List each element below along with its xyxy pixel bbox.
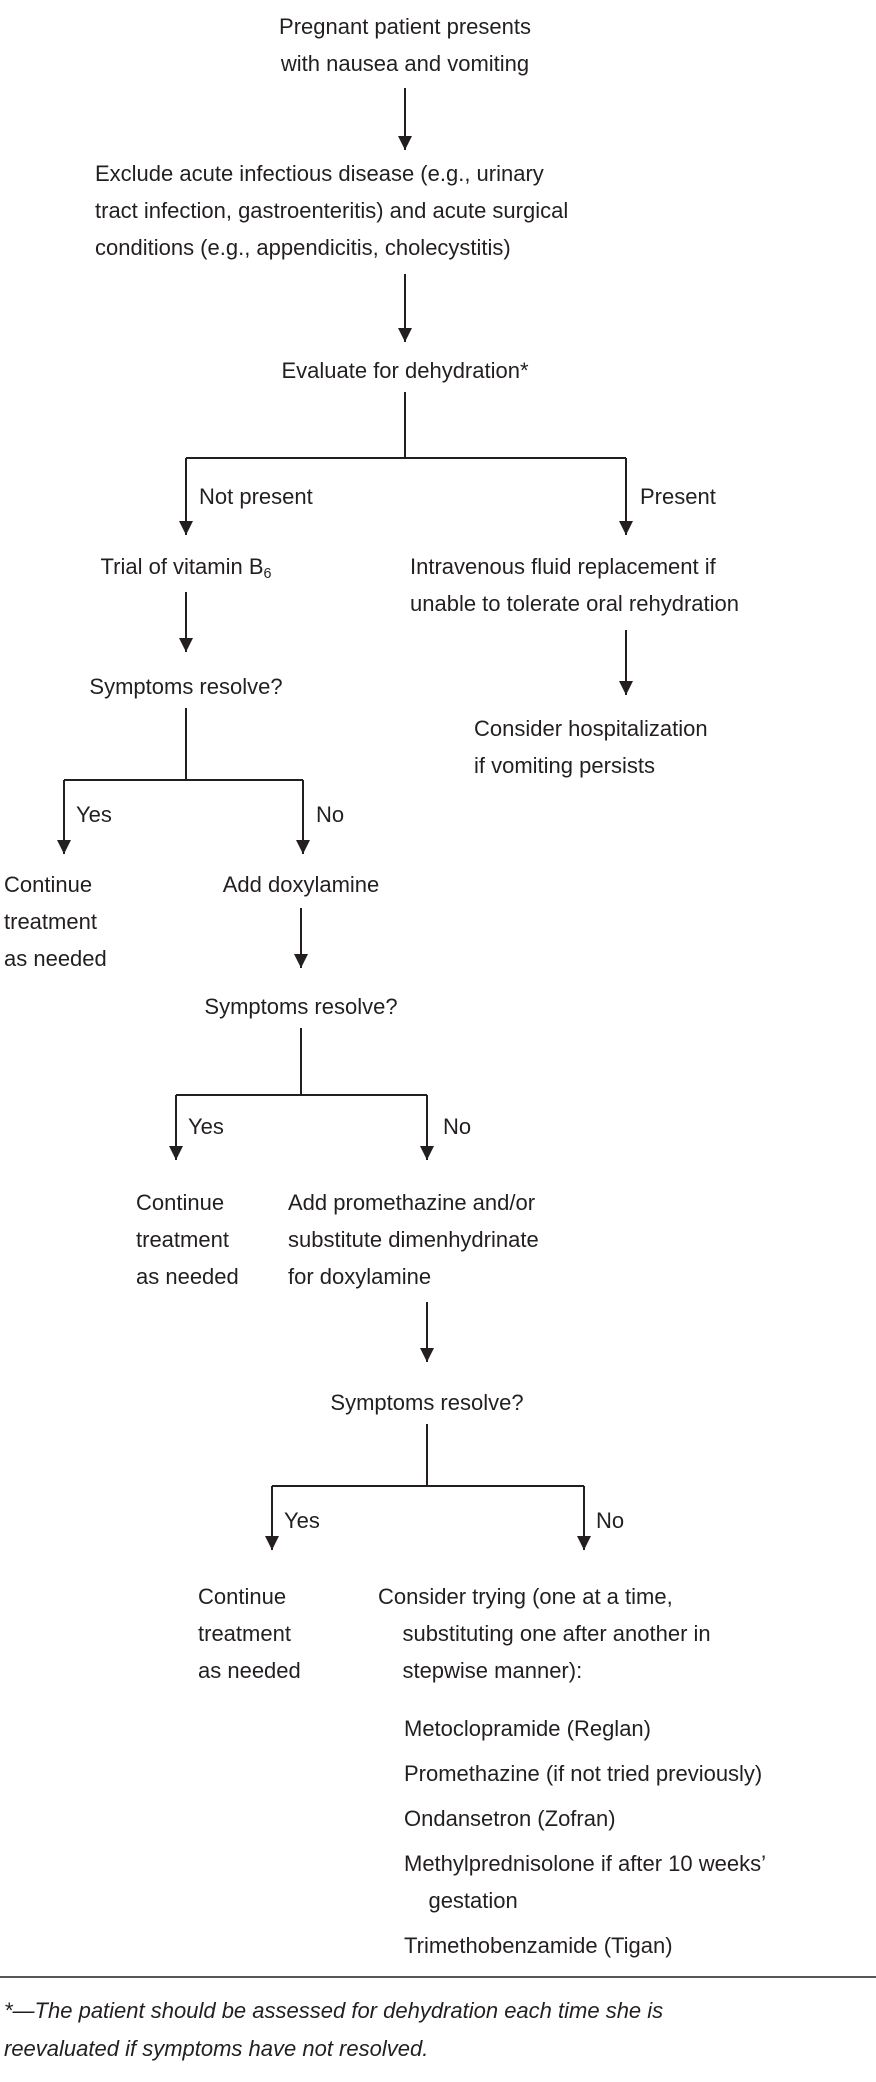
node-iv-fluids: Intravenous fluid replacement if unable … xyxy=(410,554,739,616)
node-continue-treatment-1: Continue treatment as needed xyxy=(4,872,107,971)
node-add-doxylamine: Add doxylamine xyxy=(222,872,380,897)
label-no-2: No xyxy=(443,1114,472,1139)
label-yes-1: Yes xyxy=(76,802,112,827)
node-continue-treatment-3: Continue treatment as needed xyxy=(198,1584,301,1683)
node-continue-treatment-2: Continue treatment as needed xyxy=(136,1190,239,1289)
vitamin-b6-subscript: 6 xyxy=(263,566,272,582)
node-symptoms-resolve-3: Symptoms resolve? xyxy=(330,1390,524,1415)
node-start: Pregnant patient presents with nausea an… xyxy=(279,14,531,76)
node-add-promethazine: Add promethazine and/or substitute dimen… xyxy=(288,1190,539,1289)
option-item-ondansetron: Ondansetron (Zofran) xyxy=(404,1806,616,1831)
footnote: *—The patient should be assessed for deh… xyxy=(4,1998,664,2061)
node-hospitalization: Consider hospitalization if vomiting per… xyxy=(474,716,708,778)
label-yes-2: Yes xyxy=(188,1114,224,1139)
option-item-trimethobenzamide: Trimethobenzamide (Tigan) xyxy=(404,1933,673,1958)
node-symptoms-resolve-1: Symptoms resolve? xyxy=(89,674,283,699)
label-not-present: Not present xyxy=(199,484,313,509)
label-yes-3: Yes xyxy=(284,1508,320,1533)
node-vitamin-b6: Trial of vitamin B6 xyxy=(101,548,272,593)
node-evaluate-dehydration: Evaluate for dehydration* xyxy=(281,358,529,383)
node-symptoms-resolve-2: Symptoms resolve? xyxy=(204,994,398,1019)
node-exclude-conditions: Exclude acute infectious disease (e.g., … xyxy=(95,161,569,260)
vitamin-b6-text: Trial of vitamin B xyxy=(100,554,264,579)
option-item-promethazine: Promethazine (if not tried previously) xyxy=(404,1761,763,1786)
node-consider-trying: Consider trying (one at a time, substitu… xyxy=(378,1584,711,1683)
label-no-1: No xyxy=(316,802,345,827)
label-no-3: No xyxy=(596,1508,625,1533)
option-item-methylprednisolone: Methylprednisolone if after 10 weeks’ ge… xyxy=(404,1851,766,1913)
label-present: Present xyxy=(640,484,716,509)
option-item-metoclopramide: Metoclopramide (Reglan) xyxy=(404,1716,651,1741)
option-list: Metoclopramide (Reglan) Promethazine (if… xyxy=(404,1710,766,1972)
